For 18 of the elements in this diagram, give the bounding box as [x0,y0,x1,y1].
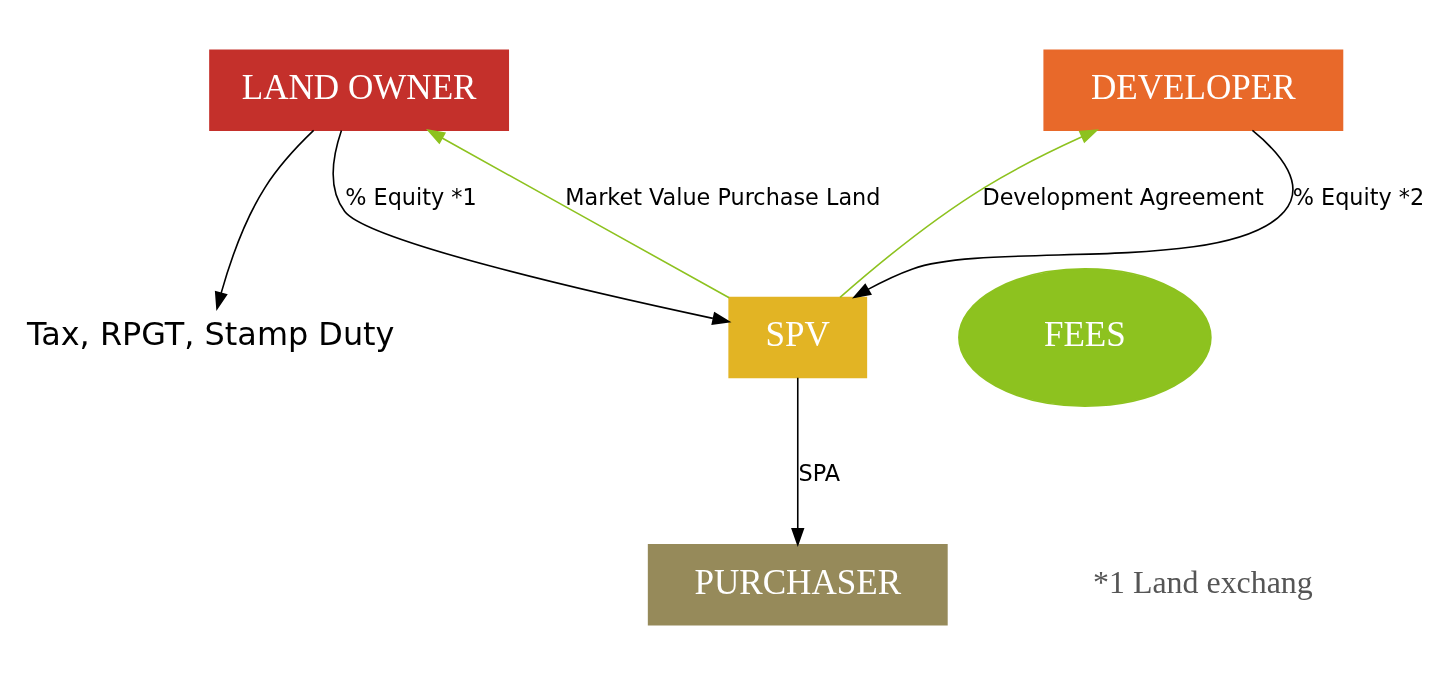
edge-label: % Equity *2 [1292,183,1425,210]
arrow [426,128,730,299]
edge-label: % Equity *1 [345,183,477,210]
node-text: Tax, RPGT, Stamp Duty [27,314,395,353]
label: *1 Land exchang [1093,564,1313,600]
node-box: SPV [728,296,868,378]
edge-label: SPA [798,459,841,486]
edge-label: Market Value Purchase Land [565,183,881,210]
arrow [332,129,732,325]
node-ellipse: FEES [958,267,1212,407]
arrow [839,128,1099,298]
node-box: PURCHASER [647,543,948,625]
arrow [852,129,1294,299]
arrow [791,376,805,547]
node-box: DEVELOPER [1043,49,1344,131]
arrow [214,129,315,311]
node-box: LAND OWNER [209,49,510,131]
edge-label: Development Agreement [982,183,1264,210]
